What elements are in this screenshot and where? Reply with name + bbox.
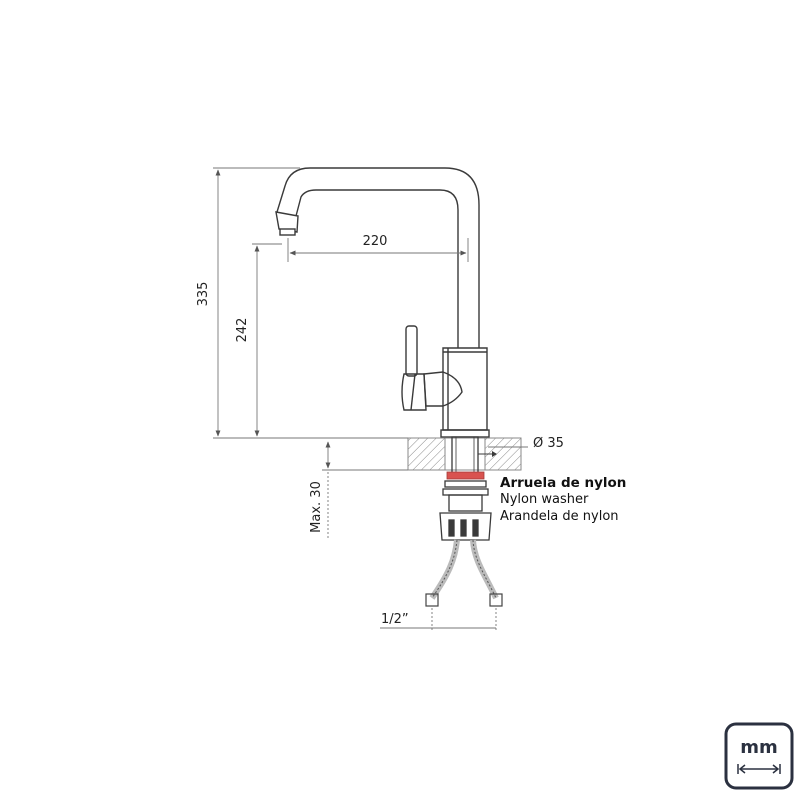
unit-label: mm <box>740 737 778 758</box>
dimension-hole-diameter: Ø 35 <box>533 436 564 451</box>
double-arrow-icon <box>737 764 781 774</box>
washer-note-pt: Arruela de nylon <box>500 475 626 491</box>
dimension-total-height: 335 <box>196 282 211 307</box>
washer-note-es: Arandela de nylon <box>500 509 619 524</box>
countertop <box>407 437 522 471</box>
faucet-outline <box>275 167 490 438</box>
dimension-max-countertop: Max. 30 <box>309 481 324 533</box>
spout-tube <box>276 167 480 348</box>
flex-hoses <box>425 539 503 607</box>
washer-note: Arruela de nylon Nylon washer Arandela d… <box>500 475 626 524</box>
washer-note-en: Nylon washer <box>500 492 589 507</box>
faucet-body <box>442 347 488 431</box>
lever-hub <box>401 373 427 411</box>
fixing-nut <box>439 480 492 541</box>
dimension-spout-height: 242 <box>235 318 250 343</box>
base-ring <box>440 429 490 438</box>
nylon-washer <box>446 471 485 480</box>
lever-stem <box>405 325 418 377</box>
dimension-connection: 1/2” <box>381 612 409 627</box>
aerator-tip <box>279 228 296 236</box>
dimension-lines <box>213 167 528 632</box>
unit-badge: mm <box>724 722 794 790</box>
dimension-reach: 220 <box>363 234 388 249</box>
aerator <box>275 211 299 233</box>
lever-joint <box>423 371 463 407</box>
spout-tube-inner <box>295 189 459 348</box>
